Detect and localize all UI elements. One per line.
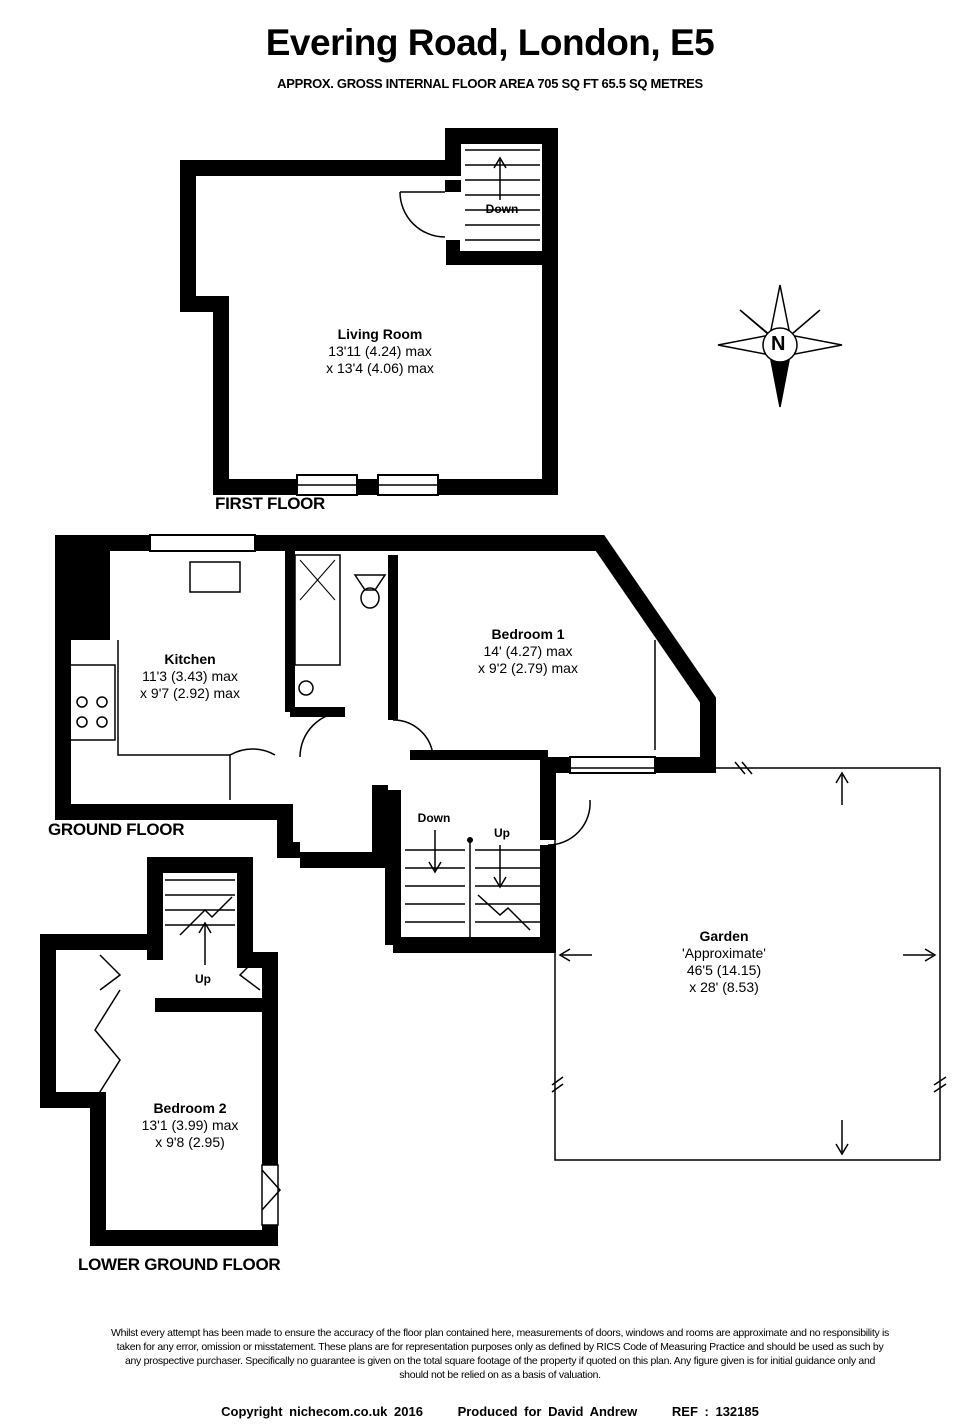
room-name: Kitchen [164, 651, 216, 667]
copyright-text: Copyright nichecom.co.uk 2016 [221, 1404, 423, 1419]
stair-label-up: Up [494, 826, 510, 840]
lower-ground-floor-label: LOWER GROUND FLOOR [78, 1255, 281, 1274]
ground-floor-walls [55, 534, 716, 953]
compass-north-label: N [771, 333, 786, 355]
room-bedroom-2: Bedroom 2 13'1 (3.99) max x 9'8 (2.95) [142, 1100, 239, 1151]
room-name: Bedroom 2 [153, 1100, 227, 1116]
first-floor-label: FIRST FLOOR [215, 494, 326, 513]
room-note: 'Approximate' [682, 945, 766, 961]
room-dimension: 11'3 (3.43) max [142, 668, 238, 684]
room-garden: Garden 'Approximate' 46'5 (14.15) x 28' … [682, 928, 766, 996]
room-kitchen: Kitchen 11'3 (3.43) max x 9'7 (2.92) max [140, 651, 240, 702]
page-title: Evering Road, London, E5 [265, 22, 715, 63]
copyright-line: Copyright nichecom.co.uk 2016 Produced f… [0, 1404, 980, 1419]
room-dimension: 46'5 (14.15) [686, 962, 762, 978]
room-dimension: x 9'7 (2.92) max [140, 685, 240, 701]
compass-rose-icon [717, 284, 843, 408]
reference-number: REF : 132185 [671, 1404, 759, 1419]
room-name: Living Room [337, 326, 423, 342]
room-dimension: 13'11 (4.24) max [328, 343, 432, 359]
room-dimension: 14' (4.27) max [483, 643, 573, 659]
stair-label-up: Up [195, 972, 211, 986]
room-name: Bedroom 1 [491, 626, 565, 642]
garden-outline [551, 761, 947, 1161]
stair-label-down: Down [485, 202, 519, 216]
disclaimer-text: Whilst every attempt has been made to en… [110, 1327, 890, 1381]
room-bedroom-1: Bedroom 1 14' (4.27) max x 9'2 (2.79) ma… [478, 626, 578, 677]
stair-label-down: Down [417, 811, 451, 825]
lower-ground-floor-walls [40, 857, 282, 1246]
produced-for-text: Produced for David Andrew [457, 1404, 638, 1419]
room-dimension: x 13'4 (4.06) max [326, 360, 434, 376]
room-dimension: x 9'2 (2.79) max [478, 660, 578, 676]
floor-area-subtitle: APPROX. GROSS INTERNAL FLOOR AREA 705 SQ… [277, 76, 703, 91]
room-dimension: x 9'8 (2.95) [155, 1134, 225, 1150]
room-name: Garden [699, 928, 749, 944]
ground-floor-label: GROUND FLOOR [48, 820, 185, 839]
room-dimension: x 28' (8.53) [689, 979, 759, 995]
first-floor-walls [180, 128, 558, 496]
room-dimension: 13'1 (3.99) max [141, 1117, 239, 1133]
room-living-room: Living Room 13'11 (4.24) max x 13'4 (4.0… [326, 326, 434, 377]
